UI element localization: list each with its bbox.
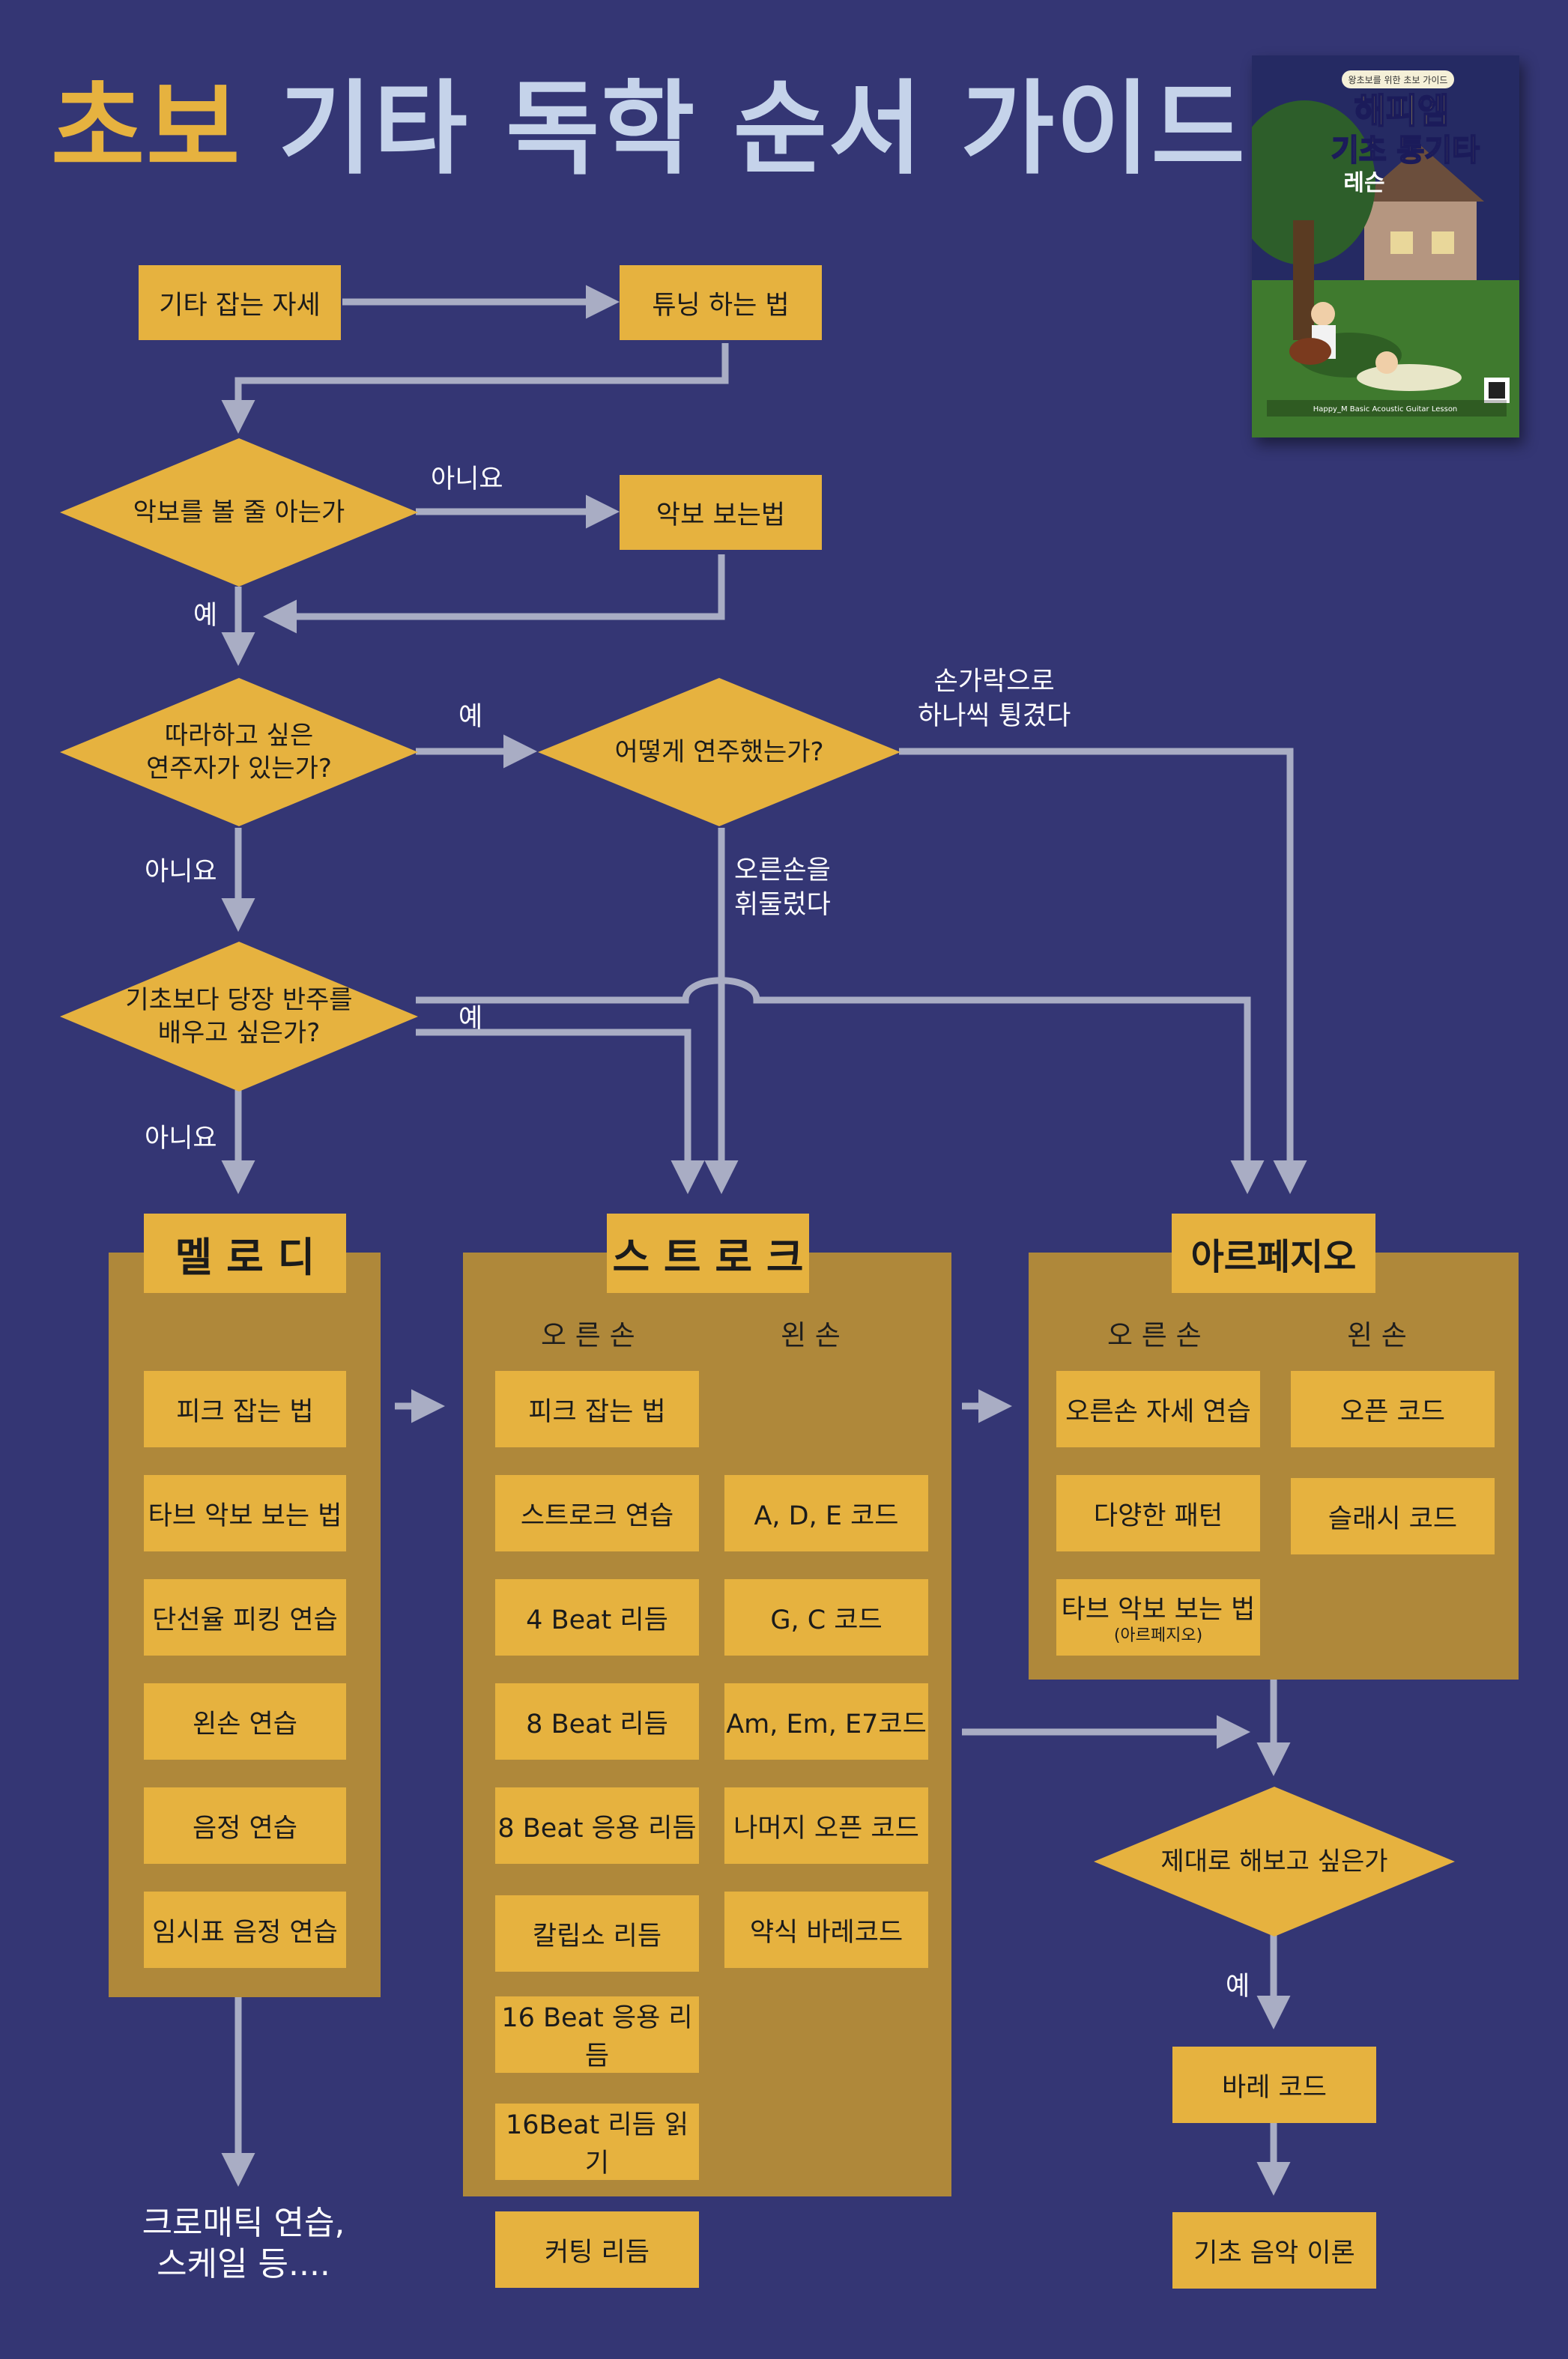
- arpeggio-left-header: 왼 손: [1347, 1319, 1407, 1351]
- tuning-box: 튜닝 하는 법: [620, 265, 822, 340]
- label-strum: 오른손을 휘둘렀다: [734, 854, 831, 922]
- melody-title: 멜 로 디: [144, 1214, 346, 1293]
- stroke-right-item: 칼립소 리듬: [495, 1895, 699, 1972]
- follow-player-question: 따라하고 싶은 연주자가 있는가?: [60, 678, 418, 826]
- stroke-right-item: 4 Beat 리듬: [495, 1579, 699, 1656]
- how-play-decision: [538, 678, 900, 826]
- follow-player-line2: 연주자가 있는가?: [146, 754, 332, 784]
- barre-chord-box: 바레 코드: [1172, 2047, 1376, 2123]
- stroke-right-item: 16 Beat 응용 리듬: [495, 1996, 699, 2073]
- serious-question: 제대로 해보고 싶은가: [1160, 1846, 1388, 1877]
- cover-illustration: 왕초보를 위한 초보 가이드 해피엠 기초 통기타 레슨 Happy_M Bas…: [1252, 55, 1519, 437]
- cover-title-1: 해피엠: [1354, 91, 1450, 131]
- melody-item: 임시표 음정 연습: [144, 1892, 346, 1968]
- label-strum-line2: 휘둘렀다: [734, 889, 831, 920]
- stroke-right-header: 오 른 손: [541, 1319, 635, 1351]
- chromatic-practice-text: 크로매틱 연습, 스케일 등....: [124, 2202, 363, 2285]
- stroke-right-item: 8 Beat 응용 리듬: [495, 1787, 699, 1864]
- stroke-left-item: 나머지 오픈 코드: [724, 1787, 928, 1864]
- title-accent: 초보: [51, 70, 242, 189]
- serious-decision: [1094, 1787, 1455, 1936]
- arpeggio-tab-sublabel: (아르페지오): [1113, 1626, 1203, 1646]
- page-title: 초보 기타 독학 순서 가이드: [51, 46, 1247, 194]
- label-strum-line1: 오른손을: [734, 856, 831, 885]
- arpeggio-right-item-tab: 타브 악보 보는 법 (아르페지오): [1056, 1579, 1260, 1656]
- label-finger-pick: 손가락으로 하나씩 튕겼다: [918, 665, 1071, 733]
- melody-item: 왼손 연습: [144, 1683, 346, 1760]
- stroke-right-item: 스트로크 연습: [495, 1475, 699, 1551]
- label-yes-accomp: 예: [458, 1004, 483, 1034]
- stroke-left-item: G, C 코드: [724, 1579, 928, 1656]
- label-yes-follow: 예: [458, 702, 483, 732]
- melody-item: 음정 연습: [144, 1787, 346, 1864]
- stroke-left-item: Am, Em, E7코드: [724, 1683, 928, 1760]
- posture-box: 기타 잡는 자세: [139, 265, 341, 340]
- stroke-right-item: 16Beat 리듬 읽기: [495, 2104, 699, 2180]
- arpeggio-title: 아르페지오: [1172, 1214, 1375, 1293]
- how-play-question: 어떻게 연주했는가?: [614, 736, 824, 767]
- chromatic-line1: 크로매틱 연습,: [142, 2204, 345, 2242]
- cover-badge: 왕초보를 위한 초보 가이드: [1348, 75, 1448, 85]
- melody-item: 단선율 피킹 연습: [144, 1579, 346, 1656]
- accompaniment-line2: 배우고 싶은가?: [157, 1018, 321, 1048]
- label-finger-pick-line1: 손가락으로: [933, 667, 1055, 697]
- stroke-right-item: 피크 잡는 법: [495, 1371, 699, 1447]
- arpeggio-right-header: 오 른 손: [1107, 1319, 1202, 1351]
- accompaniment-line1: 기초보다 당장 반주를: [125, 984, 353, 1015]
- label-no-accomp: 아니요: [145, 1124, 217, 1154]
- stroke-left-header: 왼 손: [781, 1319, 841, 1351]
- how-to-read-box: 악보 보는법: [620, 475, 822, 550]
- arpeggio-left-item: 슬래시 코드: [1291, 1478, 1495, 1554]
- stroke-title: 스 트 로 크: [607, 1214, 809, 1293]
- label-yes-read: 예: [193, 601, 218, 631]
- stroke-left-item: 약식 바레코드: [724, 1892, 928, 1968]
- stroke-left-item: A, D, E 코드: [724, 1475, 928, 1551]
- arpeggio-tab-label: 타브 악보 보는 법: [1061, 1595, 1256, 1626]
- chromatic-line2: 스케일 등....: [157, 2245, 330, 2283]
- cover-title-3: 레슨: [1343, 170, 1384, 196]
- melody-item: 피크 잡는 법: [144, 1371, 346, 1447]
- cover-title-2: 기초 통기타: [1331, 133, 1480, 168]
- label-no-read: 아니요: [431, 464, 503, 494]
- arpeggio-right-item: 오른손 자세 연습: [1056, 1371, 1260, 1447]
- stroke-right-item: 8 Beat 리듬: [495, 1683, 699, 1760]
- music-theory-box: 기초 음악 이론: [1172, 2212, 1376, 2289]
- read-score-decision: [60, 438, 418, 587]
- read-score-question: 악보를 볼 줄 아는가: [133, 497, 345, 527]
- accompaniment-question: 기초보다 당장 반주를 배우고 싶은가?: [60, 942, 418, 1091]
- label-yes-serious: 예: [1226, 1972, 1250, 2002]
- follow-player-decision: [60, 678, 418, 826]
- arpeggio-right-item: 다양한 패턴: [1056, 1475, 1260, 1551]
- melody-item: 타브 악보 보는 법: [144, 1475, 346, 1551]
- follow-player-line1: 따라하고 싶은: [164, 720, 314, 751]
- label-finger-pick-line2: 하나씩 튕겼다: [918, 700, 1071, 731]
- accompaniment-decision: [60, 942, 418, 1091]
- label-no-follow: 아니요: [145, 857, 217, 887]
- title-main: 기타 독학 순서 가이드: [278, 70, 1247, 189]
- cutting-rhythm-box: 커팅 리듬: [495, 2211, 699, 2288]
- cover-footer: Happy_M Basic Acoustic Guitar Lesson: [1313, 405, 1458, 414]
- arpeggio-left-item: 오픈 코드: [1291, 1371, 1495, 1447]
- book-cover-image: 왕초보를 위한 초보 가이드 해피엠 기초 통기타 레슨 Happy_M Bas…: [1252, 55, 1519, 437]
